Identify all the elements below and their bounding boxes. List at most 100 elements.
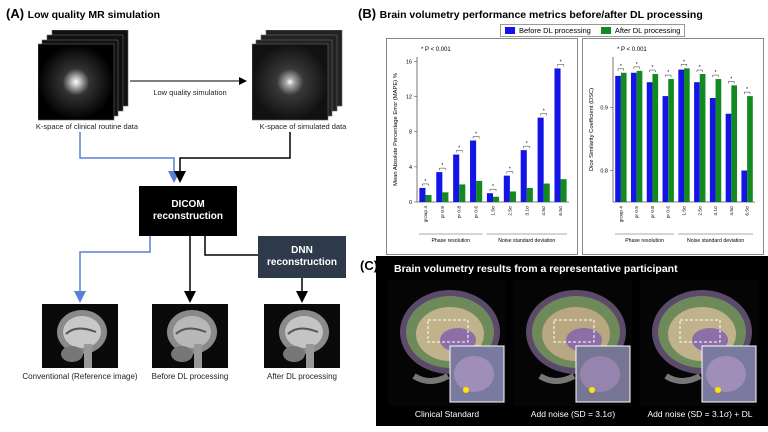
significance-star: * [526, 141, 528, 147]
y-axis-label: Mean Absolute Percentage Error (MAPE) % [393, 73, 399, 186]
bar-before-dl [694, 82, 700, 202]
significance-star: * [715, 70, 717, 76]
significance-star: * [667, 70, 669, 76]
legend-swatch-before [505, 27, 515, 34]
bar-after-dl [715, 79, 722, 202]
panel-b-title-text: Brain volumetry performance metrics befo… [379, 9, 703, 21]
bar-after-dl [425, 194, 432, 202]
chart-annotation: * P < 0.001 [421, 47, 451, 53]
bar-before-dl [646, 82, 653, 202]
significance-bracket [540, 113, 547, 116]
significance-bracket [422, 183, 429, 186]
panel-a-title-text: Low quality MR simulation [27, 9, 161, 21]
significance-bracket [557, 64, 564, 67]
x-tick-label: pr 0.6 [666, 206, 672, 219]
bar-before-dl [436, 172, 443, 202]
bar-after-dl [493, 196, 500, 202]
label-before-dl: Before DL processing [151, 372, 229, 381]
brain-seg-noise [514, 280, 632, 406]
bar-before-dl [419, 187, 426, 202]
significance-star: * [509, 167, 511, 173]
bar-after-dl [560, 179, 567, 202]
kspace-simulated-stack [252, 30, 343, 121]
bar-before-dl [630, 72, 637, 202]
label-conventional: Conventional (Reference image) [22, 372, 138, 381]
panel-b-letter: (B) [358, 6, 377, 21]
significance-bracket [712, 74, 719, 78]
caption-clinical-standard: Clinical Standard [414, 409, 480, 419]
kspace-simulated-label: K-space of simulated data [259, 122, 347, 131]
significance-star: * [651, 65, 653, 71]
x-tick-label: pr 0.9 [634, 206, 640, 219]
bar-after-dl [684, 68, 690, 202]
x-tick-label: 1.5σ [682, 206, 688, 216]
bar-after-dl [620, 72, 627, 202]
panel-a-title: (A) Low quality MR simulation [6, 6, 160, 21]
bar-before-dl [709, 97, 716, 202]
dnn-reconstruction-box: DNN reconstruction [258, 236, 346, 278]
significance-star: * [475, 131, 477, 137]
kspace-clinical-label: K-space of clinical routine data [35, 122, 139, 131]
panel-c-letter: (C) [360, 258, 379, 273]
group-label-noise: Noise standard deviation [498, 238, 555, 244]
x-tick-label: group 4 [618, 206, 624, 223]
panel-a-letter: (A) [6, 6, 25, 21]
y-tick-label: 0.9 [600, 105, 608, 111]
brain-seg-noise-dl [640, 280, 758, 406]
bar-before-dl [503, 175, 510, 202]
group-label-phase: Phase resolution [431, 238, 470, 244]
legend-label-before: Before DL processing [519, 26, 591, 35]
panel-c-title: Brain volumetry results from a represent… [394, 260, 678, 275]
significance-star: * [683, 59, 685, 65]
significance-star: * [424, 179, 426, 185]
significance-bracket [696, 69, 703, 73]
significance-star: * [543, 109, 545, 115]
significance-bracket [665, 74, 672, 78]
bar-after-dl [668, 79, 674, 202]
x-tick-label: 6.5σ [558, 206, 564, 216]
bar-after-dl [652, 74, 659, 202]
bar-before-dl [554, 68, 561, 202]
bar-before-dl [678, 69, 684, 202]
y-axis-label: Dice Similarity Coefficient (DSC) [589, 88, 595, 171]
significance-bracket [472, 136, 480, 139]
x-tick-label: 3.1σ [524, 206, 530, 216]
x-tick-label: 3.1σ [713, 206, 719, 216]
significance-bracket [649, 69, 656, 73]
significance-bracket [744, 91, 751, 95]
brain-seg-clinical [388, 280, 506, 406]
chart-legend: Before DL processing After DL processing [500, 24, 686, 37]
x-tick-label: 6.5σ [745, 206, 751, 216]
bar-before-dl [470, 140, 477, 202]
chart-annotation: * P < 0.001 [617, 47, 647, 53]
bar-before-dl [520, 150, 527, 202]
legend-swatch-after [600, 27, 611, 34]
significance-bracket [728, 81, 735, 84]
bar-before-dl [537, 117, 544, 202]
label-after-dl: After DL processing [267, 372, 337, 381]
bar-before-dl [662, 96, 669, 202]
bar-after-dl [442, 192, 449, 202]
x-tick-label: 1.5σ [491, 206, 497, 216]
significance-bracket [506, 171, 514, 174]
significance-star: * [730, 76, 732, 82]
bar-after-dl [747, 96, 753, 202]
kspace-clinical-stack [38, 30, 129, 121]
bar-after-dl [459, 184, 466, 202]
x-tick-label: 2.5σ [697, 206, 703, 216]
caption-add-noise-dl: Add noise (SD = 3.1σ) + DL [647, 409, 753, 419]
x-tick-label: pr 0.8 [457, 206, 463, 219]
group-label-phase: Phase resolution [625, 238, 664, 244]
panel-c-letter-wrap: (C) [360, 258, 378, 273]
group-label-noise: Noise standard deviation [687, 238, 744, 244]
significance-bracket [439, 167, 446, 171]
legend-label-after: After DL processing [614, 26, 681, 35]
panel-b-title: (B) Brain volumetry performance metrics … [358, 6, 703, 21]
significance-star: * [492, 184, 494, 190]
y-tick-label: 8 [409, 130, 412, 136]
significance-bracket [633, 66, 640, 69]
mr-image-after-dl [264, 304, 340, 368]
